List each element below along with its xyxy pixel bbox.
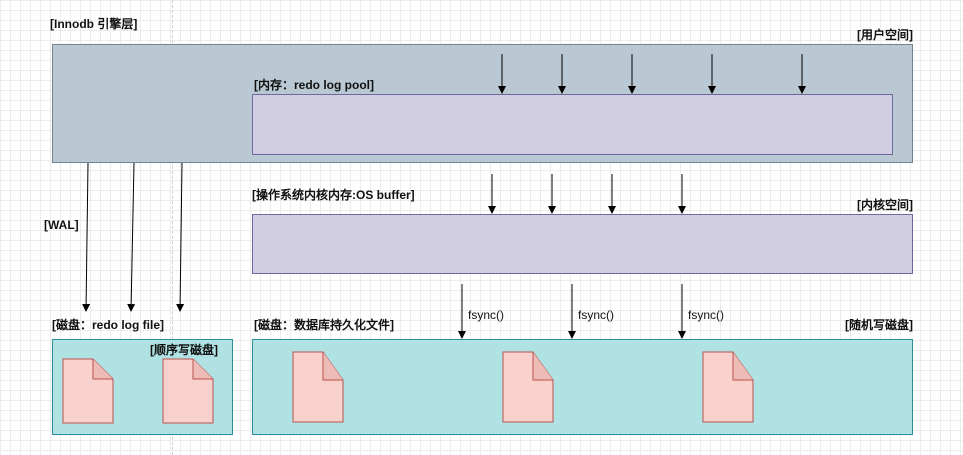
redo-log-pool-block [252,94,893,155]
file-icon [502,351,554,423]
disk-log-label: [磁盘：redo log file] [52,318,164,332]
log-pool-label: [内存：redo log pool] [254,78,374,92]
kernel-space-label: [内核空间] [857,198,913,212]
fsync-label: fsync() [578,308,614,322]
data-file-disk-block [252,339,913,435]
sequential-write-label: [顺序写磁盘] [150,343,218,357]
fsync-label: fsync() [688,308,724,322]
file-icon [62,358,114,424]
file-icon [702,351,754,423]
fsync-label: fsync() [468,308,504,322]
os-buffer-block [252,214,913,274]
arrow [82,162,91,312]
random-write-label: [随机写磁盘] [845,318,913,332]
arrow [127,162,136,312]
disk-data-label: [磁盘：数据库持久化文件] [254,318,394,332]
wal-label: [WAL] [44,218,79,232]
os-buffer-label: [操作系统内核内存:OS buffer] [252,188,415,202]
arrow [176,162,185,312]
engine-label: [Innodb 引擎层] [50,17,138,31]
file-icon [162,358,214,424]
file-icon [292,351,344,423]
guide-line [172,0,173,455]
user-space-label: [用户空间] [857,28,913,42]
